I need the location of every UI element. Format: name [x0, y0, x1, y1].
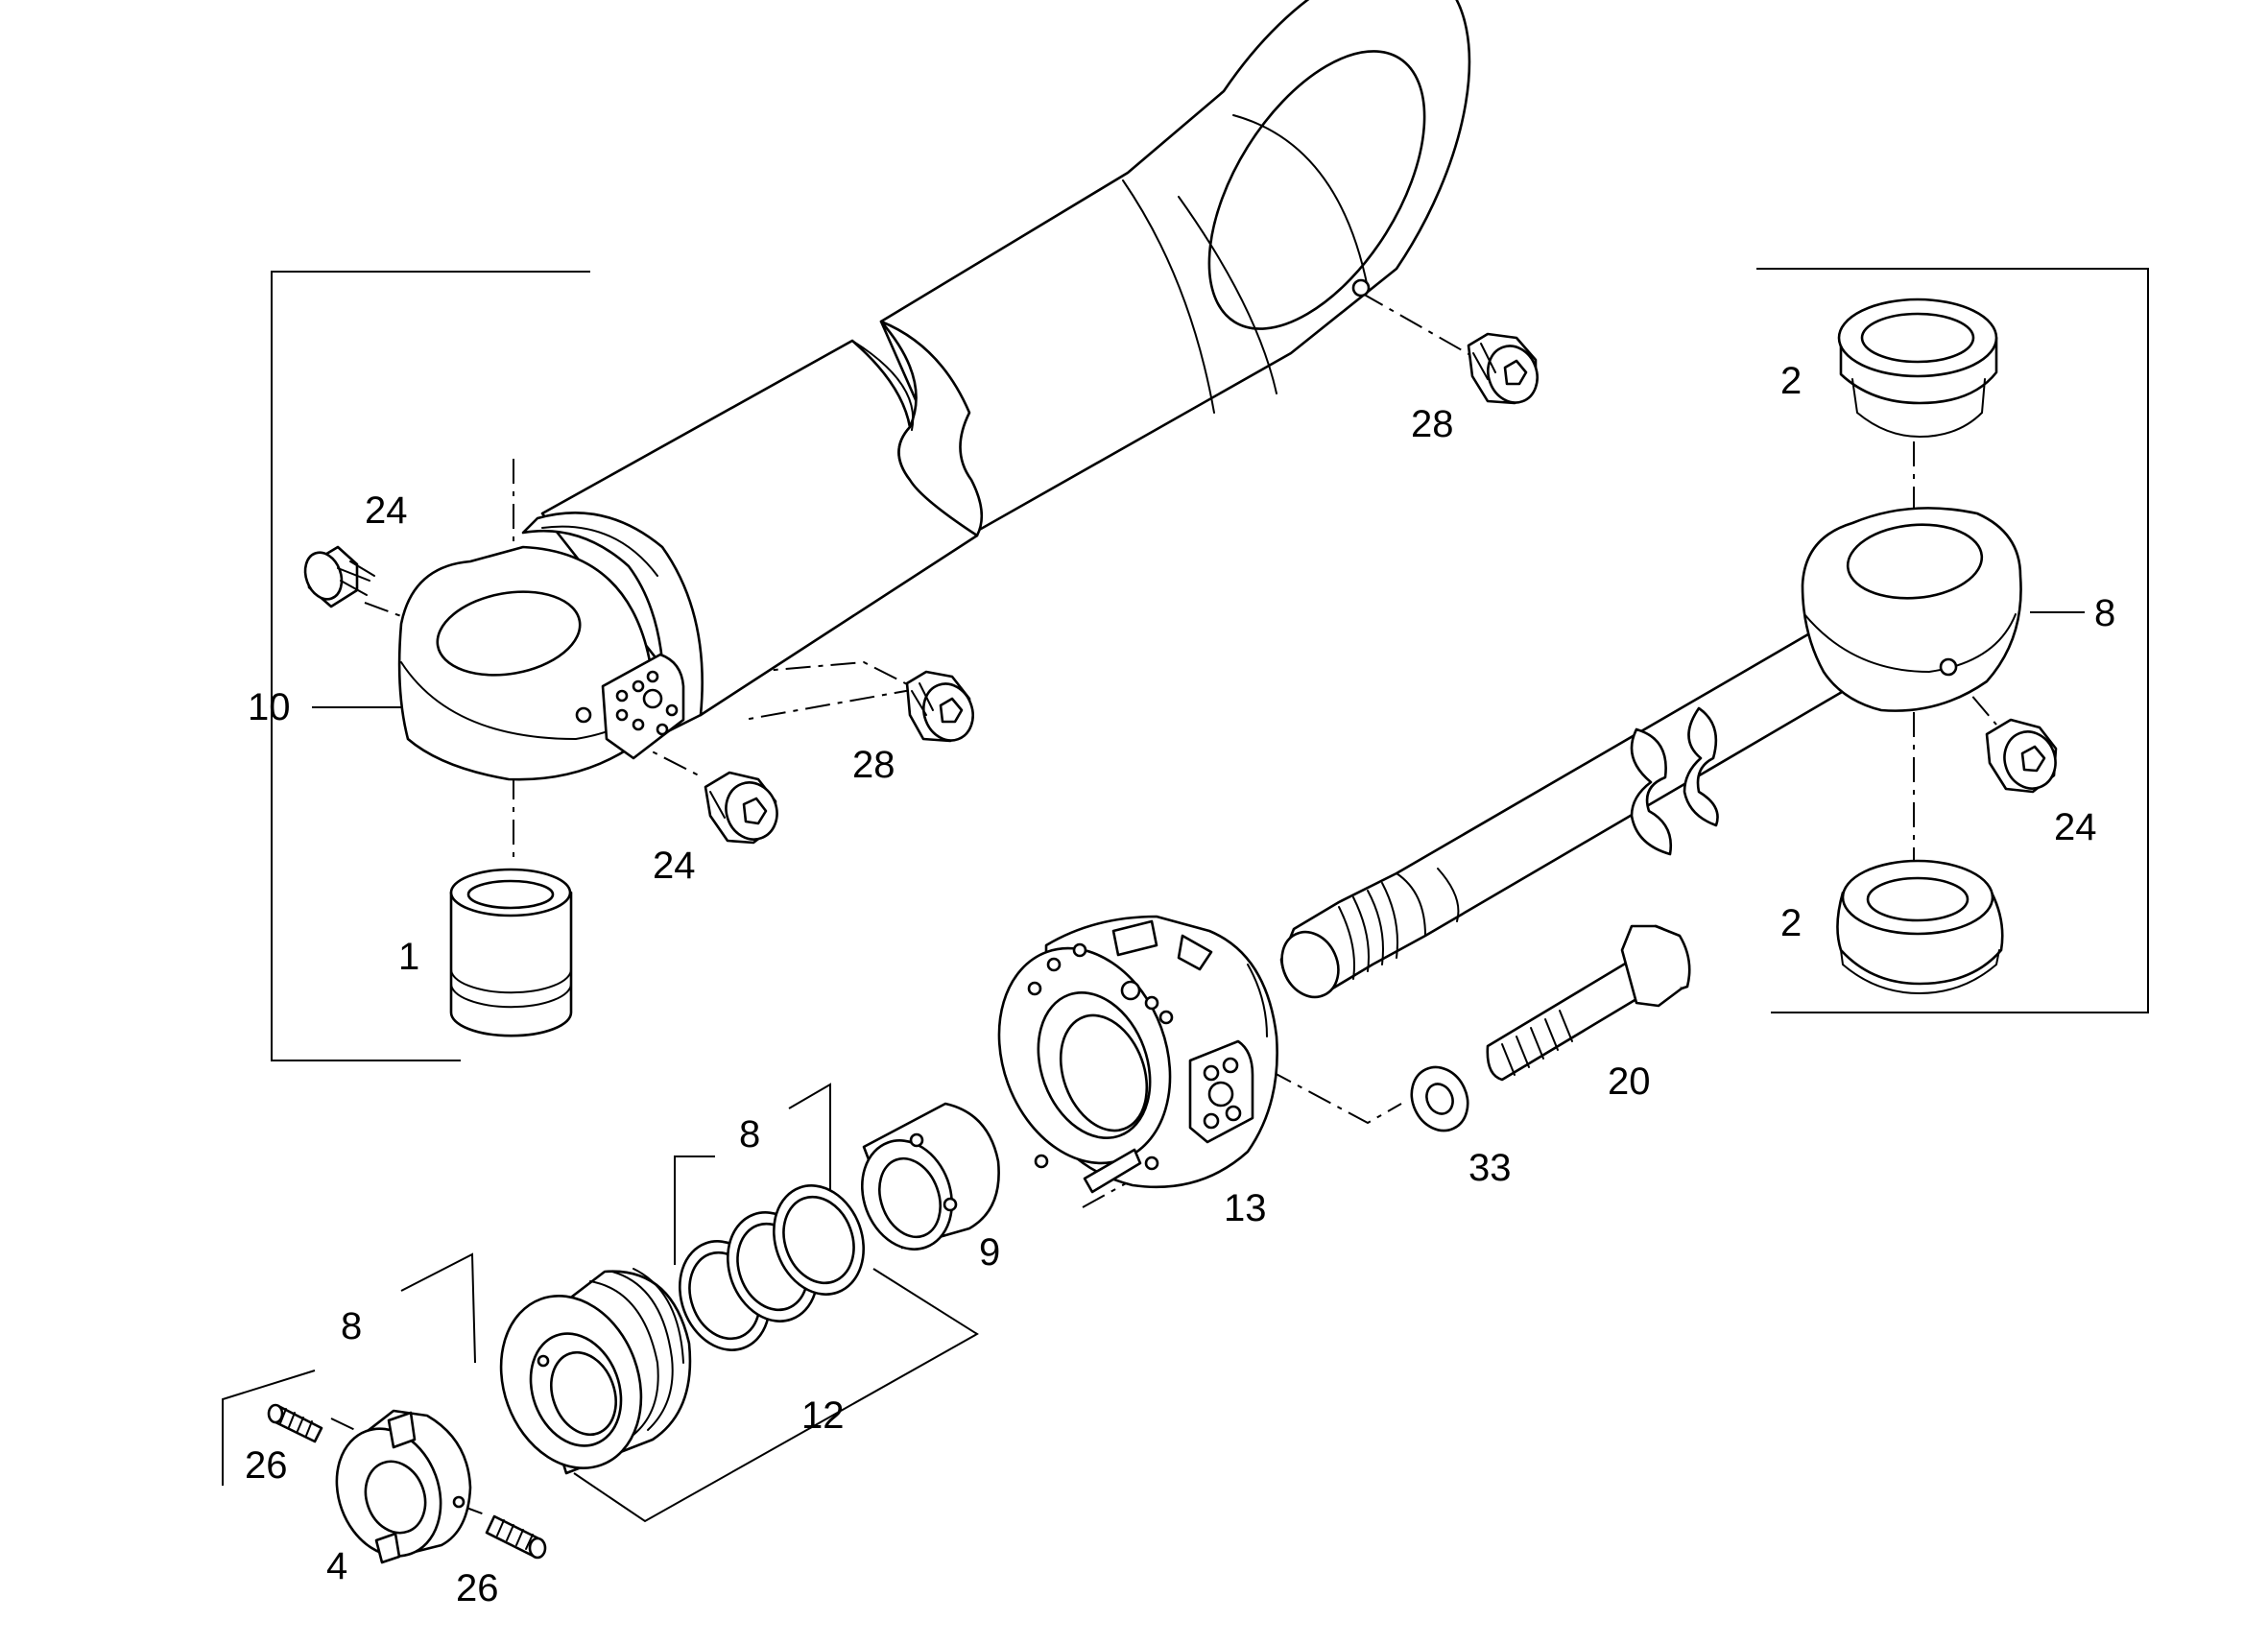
callout-4: 4: [326, 1545, 347, 1587]
callout-9: 9: [979, 1231, 1000, 1274]
callout-8-right: 8: [2094, 592, 2115, 634]
callout-10: 10: [248, 686, 291, 728]
screw-24-right: [1985, 718, 2058, 794]
callout-12: 12: [801, 1394, 845, 1437]
callout-28-center: 28: [852, 744, 895, 786]
guide-ring: [860, 1102, 1000, 1251]
bracket-group-12: [573, 1268, 979, 1523]
bearing-2-top: [1837, 298, 1998, 439]
grub-screw-26-lower: [485, 1514, 547, 1560]
cylinder-tube: [397, 0, 1471, 781]
bracket-group-8-lower: [222, 1252, 476, 1486]
bush: [449, 868, 573, 1037]
callout-24-lower: 24: [653, 845, 696, 887]
callout-1: 1: [398, 936, 419, 978]
cylinder-head: [997, 915, 1278, 1194]
bracket-group-8-right: [1756, 268, 2149, 1013]
callout-8-middle: 8: [739, 1113, 760, 1156]
callout-2-top: 2: [1780, 360, 1802, 402]
callout-20: 20: [1608, 1060, 1651, 1103]
callout-33: 33: [1468, 1147, 1512, 1189]
bearing-2-bottom: [1836, 859, 2004, 995]
screw-24-lower: [704, 771, 778, 845]
piston-rod: [1279, 507, 2022, 999]
bolt: [1486, 924, 1691, 1082]
screw-28-center: [905, 670, 974, 743]
callout-26-lower: 26: [456, 1567, 499, 1609]
callout-24-upper: 24: [365, 489, 408, 532]
callout-28-top: 28: [1411, 403, 1454, 445]
screw-28-top: [1467, 332, 1539, 405]
washer: [1410, 1065, 1469, 1132]
callout-13: 13: [1224, 1187, 1267, 1229]
callout-labels: 10 1 24 28 24 28 2 2 8 24 20 33 13 9 8 1…: [245, 360, 2115, 1609]
callout-26-upper: 26: [245, 1444, 288, 1487]
bracket-group-10: [271, 271, 590, 1061]
grub-screw-26-upper: [267, 1403, 323, 1443]
seal-rings: [678, 1184, 866, 1351]
nut: [335, 1409, 472, 1564]
callout-8-lower: 8: [341, 1305, 362, 1347]
callout-2-bottom: 2: [1780, 902, 1802, 944]
screw-24-upper: [303, 545, 375, 608]
callout-24-right: 24: [2054, 806, 2097, 848]
piston: [499, 1268, 692, 1475]
bracket-group-8-middle: [674, 1083, 831, 1265]
